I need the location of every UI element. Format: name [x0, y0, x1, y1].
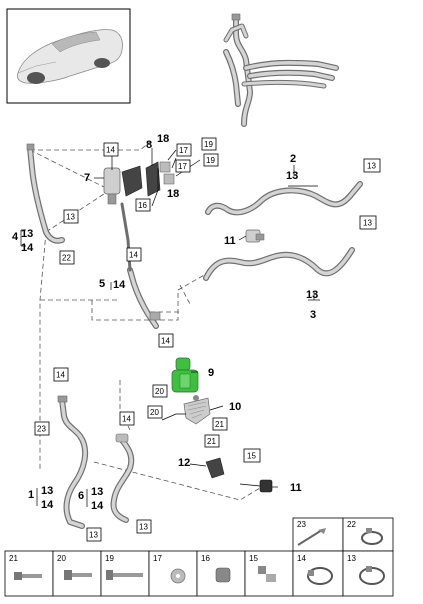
legend-15: 15 [249, 554, 258, 563]
tag-14-mid: 14 [129, 251, 138, 260]
callout-8: 8 [146, 139, 152, 151]
callout-10: 10 [229, 401, 241, 413]
callout-4: 4 [12, 231, 19, 243]
legend-17: 17 [153, 554, 162, 563]
tag-19-b: 19 [206, 156, 215, 165]
legend-22: 22 [347, 520, 356, 529]
legend-20: 20 [57, 554, 66, 563]
callouts: 4 5 7 8 18 18 2 3 11 9 10 12 11 1 6 [12, 133, 316, 502]
label-5-14: 14 [113, 279, 126, 291]
callout-5: 5 [99, 278, 105, 290]
callout-7: 7 [84, 172, 90, 184]
leader-lines [20, 148, 320, 507]
tag-13-hose2: 13 [367, 162, 376, 171]
callout-3: 3 [310, 309, 316, 321]
tag-20-b: 20 [150, 408, 159, 417]
tag-13-hose1: 13 [89, 531, 98, 540]
callout-9: 9 [208, 367, 214, 379]
tag-22: 22 [62, 254, 71, 263]
label-4-13: 13 [21, 228, 33, 240]
hose-2 [205, 181, 363, 216]
callout-18-bottom: 18 [167, 188, 179, 200]
callout-11-lower: 11 [290, 482, 302, 494]
tag-21-b: 21 [207, 437, 216, 446]
tag-14-sensor: 14 [106, 146, 115, 155]
tag-13-hose4: 13 [66, 213, 75, 222]
tag-17-b: 17 [178, 162, 187, 171]
hose-cluster-top [223, 13, 339, 127]
stacked-labels: 13 14 14 13 13 13 14 13 14 [21, 170, 318, 512]
label-1-13: 13 [41, 485, 53, 497]
filter-10 [183, 395, 211, 425]
clip-11-upper [245, 229, 265, 243]
hose-1 [57, 395, 89, 529]
legend-23: 23 [297, 520, 306, 529]
label-6-13: 13 [91, 486, 103, 498]
tag-14-left: 14 [56, 371, 65, 380]
legend-13: 13 [347, 554, 356, 563]
tag-15: 15 [247, 452, 256, 461]
hose-6 [110, 433, 135, 523]
hose-4 [26, 143, 65, 244]
hose-5 [120, 202, 161, 329]
legend-top: 23 22 [292, 517, 394, 552]
callout-11-upper: 11 [224, 235, 236, 247]
vehicle-thumbnail [6, 8, 131, 104]
callout-2: 2 [290, 153, 296, 165]
reference-tags: 14 17 19 17 19 16 13 22 14 13 13 14 14 2… [34, 137, 381, 542]
label-1-14: 14 [41, 499, 54, 511]
callout-6: 6 [78, 490, 84, 502]
legend-19: 19 [105, 554, 114, 563]
valve-9 [171, 357, 199, 393]
legend-16: 16 [201, 554, 210, 563]
tag-21-a: 21 [215, 420, 224, 429]
legend-21: 21 [9, 554, 18, 563]
tag-16: 16 [138, 201, 147, 210]
tag-20-a: 20 [155, 387, 164, 396]
callout-1: 1 [28, 489, 34, 501]
label-4-14: 14 [21, 242, 34, 254]
sensor-assembly [103, 161, 175, 205]
callout-18-top: 18 [157, 133, 169, 145]
bracket-12 [205, 457, 273, 493]
hose-3 [203, 247, 355, 281]
label-3-13: 13 [306, 289, 318, 301]
tag-19-a: 19 [204, 140, 213, 149]
tag-17-a: 17 [179, 146, 188, 155]
callout-12: 12 [178, 457, 190, 469]
tag-14-low: 14 [122, 415, 131, 424]
label-6-14: 14 [91, 500, 104, 512]
dashed-routing [29, 141, 261, 501]
tag-23: 23 [37, 425, 46, 434]
legend-14: 14 [297, 554, 306, 563]
tag-14-valve: 14 [161, 337, 170, 346]
legend-bottom: 21 20 19 17 16 15 14 13 [4, 550, 394, 597]
label-2-13: 13 [286, 170, 298, 182]
tag-13-hose6: 13 [139, 523, 148, 532]
tag-13-hose3: 13 [363, 219, 372, 228]
